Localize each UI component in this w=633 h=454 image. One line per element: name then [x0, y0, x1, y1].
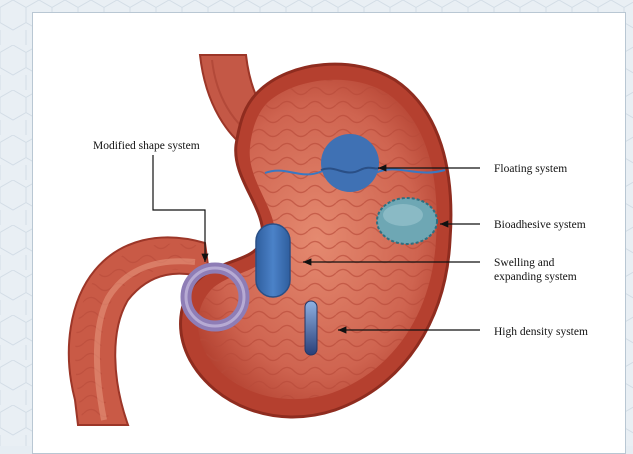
high-density-system-shape: [305, 301, 317, 355]
bioadhesive-system-shape: [377, 198, 437, 244]
label-high-density-system: High density system: [494, 325, 588, 339]
label-swelling-line1: Swelling and: [494, 256, 604, 270]
floating-system-shape: [321, 134, 379, 192]
swelling-expanding-system-shape: [256, 224, 290, 297]
label-floating-system: Floating system: [494, 162, 567, 176]
label-swelling-line2: expanding system: [494, 270, 604, 284]
label-modified-shape-system: Modified shape system: [93, 139, 200, 153]
label-bioadhesive-system: Bioadhesive system: [494, 218, 586, 232]
label-swelling-expanding-system: Swelling and expanding system: [494, 256, 604, 284]
